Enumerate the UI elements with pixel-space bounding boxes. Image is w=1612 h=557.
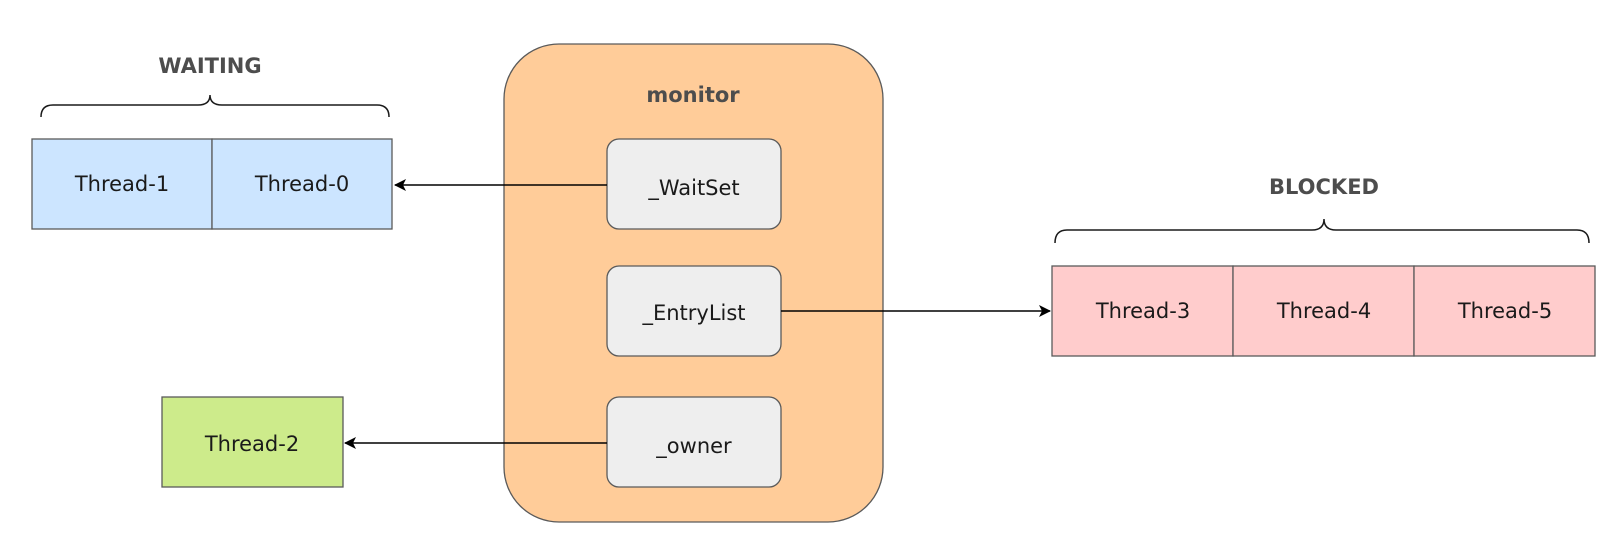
waiting-thread-cell bbox=[31, 138, 213, 230]
wait-set-label: _WaitSet bbox=[647, 176, 739, 201]
blocked-brace bbox=[1054, 218, 1590, 244]
blocked-thread-cell bbox=[1051, 265, 1234, 357]
monitor-title: monitor bbox=[646, 83, 740, 107]
owner-field bbox=[606, 396, 782, 488]
blocked-thread-cell bbox=[1413, 265, 1596, 357]
waiting-thread-label: Thread-1 bbox=[74, 172, 169, 196]
blocked-thread-label: Thread-3 bbox=[1095, 299, 1190, 323]
entry-list-label: _EntryList bbox=[641, 301, 745, 326]
owner-thread-label: Thread-2 bbox=[204, 432, 299, 456]
waiting-brace bbox=[40, 94, 390, 118]
blocked-thread-label: Thread-4 bbox=[1276, 299, 1371, 323]
blocked-thread-label: Thread-5 bbox=[1457, 299, 1552, 323]
blocked-label: BLOCKED bbox=[1269, 175, 1379, 199]
waiting-label: WAITING bbox=[158, 54, 261, 78]
waiting-thread-cell bbox=[211, 138, 393, 230]
blocked-thread-cell bbox=[1232, 265, 1415, 357]
wait-set-field bbox=[606, 138, 782, 230]
waiting-thread-label: Thread-0 bbox=[254, 172, 349, 196]
owner-label: _owner bbox=[655, 434, 732, 459]
owner-thread-cell bbox=[161, 396, 344, 488]
